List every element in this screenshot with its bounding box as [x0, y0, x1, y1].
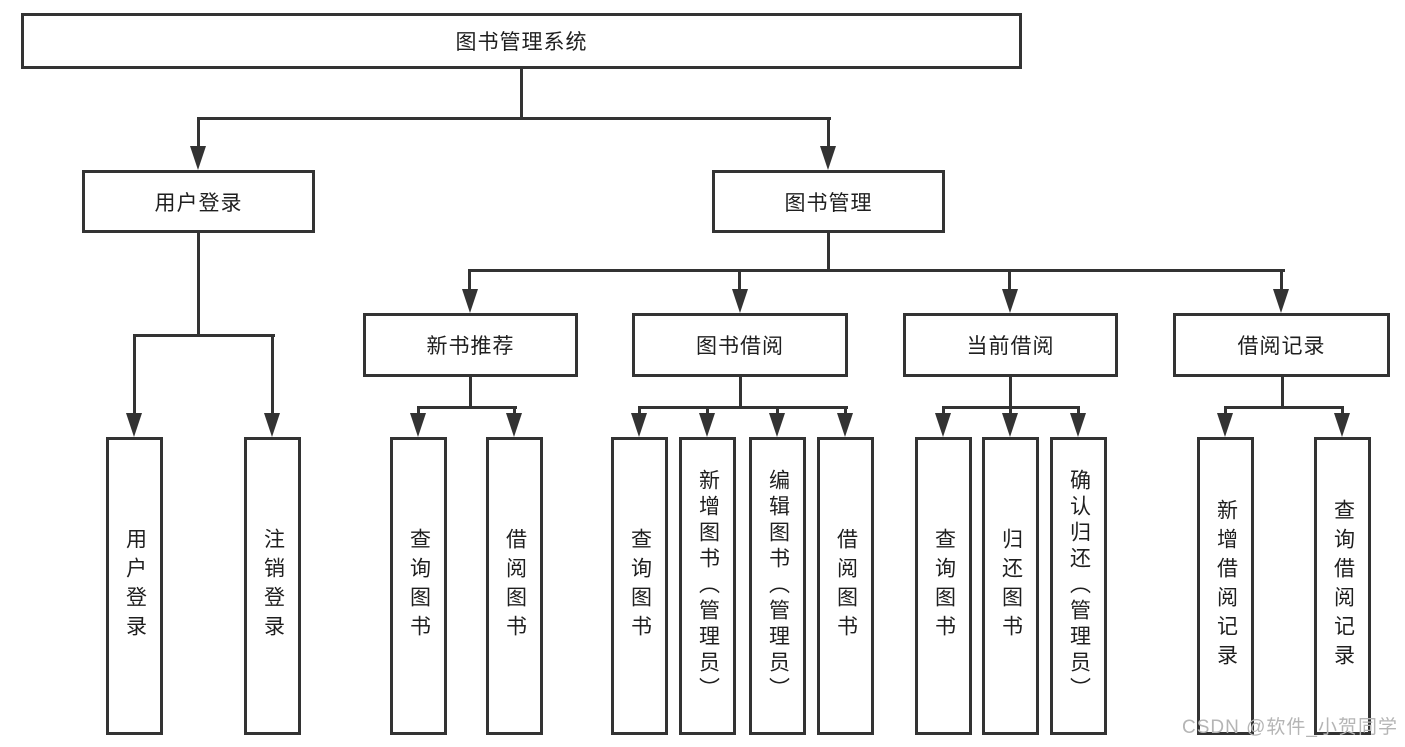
arrow-down-icon [820, 146, 836, 170]
connector-book-mgmt-bar [468, 269, 1285, 272]
connector-root-stem [520, 69, 523, 120]
arrow-down-icon [837, 413, 853, 437]
connector-stem [1009, 377, 1012, 409]
connector-book-mgmt-stem [827, 233, 830, 272]
connector-bar [638, 406, 848, 409]
arrow-down-icon [190, 146, 206, 170]
leaf-add-borrow-record: 新增借阅记录 [1197, 437, 1254, 735]
leaf-confirm-return-admin: 确认归还（管理员） [1050, 437, 1107, 735]
leaf-logout: 注销登录 [244, 437, 301, 735]
connector-to-leaf [706, 406, 709, 416]
leaf-borrow-books: 借阅图书 [817, 437, 874, 735]
arrow-down-icon [1334, 413, 1350, 437]
connector-to-leaf [271, 334, 274, 416]
connector-to-leaf [417, 406, 420, 416]
node-book-management: 图书管理 [712, 170, 945, 233]
connector-bar [417, 406, 517, 409]
leaf-query-books-current: 查询图书 [915, 437, 972, 735]
arrow-down-icon [732, 289, 748, 313]
leaf-borrow-books-recommend: 借阅图书 [486, 437, 543, 735]
leaf-user-login: 用户登录 [106, 437, 163, 735]
node-root: 图书管理系统 [21, 13, 1022, 69]
connector-to-book-borrow [738, 269, 741, 293]
node-borrow-records: 借阅记录 [1173, 313, 1390, 377]
arrow-down-icon [462, 289, 478, 313]
arrow-down-icon [699, 413, 715, 437]
connector-to-leaf [942, 406, 945, 416]
leaf-query-books-borrow: 查询图书 [611, 437, 668, 735]
leaf-add-books-admin: 新增图书（管理员） [679, 437, 736, 735]
node-current-borrow: 当前借阅 [903, 313, 1118, 377]
connector-to-book-management [827, 117, 830, 150]
arrow-down-icon [1002, 289, 1018, 313]
arrow-down-icon [126, 413, 142, 437]
arrow-down-icon [410, 413, 426, 437]
leaf-query-borrow-record: 查询借阅记录 [1314, 437, 1371, 735]
arrow-down-icon [1217, 413, 1233, 437]
connector-to-leaf [1341, 406, 1344, 416]
connector-to-leaf [1009, 406, 1012, 416]
connector-to-leaf [776, 406, 779, 416]
connector-bar [1224, 406, 1344, 409]
arrow-down-icon [1070, 413, 1086, 437]
connector-root-bar [197, 117, 831, 120]
arrow-down-icon [1002, 413, 1018, 437]
leaf-edit-books-admin: 编辑图书（管理员） [749, 437, 806, 735]
connector-to-leaf [844, 406, 847, 416]
node-user-login: 用户登录 [82, 170, 315, 233]
connector-to-borrow-records [1280, 269, 1283, 293]
connector-to-user-login [197, 117, 200, 150]
connector-to-leaf [133, 334, 136, 416]
node-new-book-recommend: 新书推荐 [363, 313, 578, 377]
connector-stem [1281, 377, 1284, 409]
connector-stem [739, 377, 742, 409]
leaf-return-books: 归还图书 [982, 437, 1039, 735]
connector-to-leaf [1224, 406, 1227, 416]
arrow-down-icon [1273, 289, 1289, 313]
csdn-watermark: CSDN @软件_小贺同学 [1182, 717, 1398, 738]
arrow-down-icon [506, 413, 522, 437]
leaf-query-books-recommend: 查询图书 [390, 437, 447, 735]
connector-stem [469, 377, 472, 409]
arrow-down-icon [935, 413, 951, 437]
connector-user-login-stem [197, 233, 200, 337]
node-book-borrow: 图书借阅 [632, 313, 848, 377]
arrow-down-icon [769, 413, 785, 437]
connector-to-new-book [468, 269, 471, 293]
connector-to-leaf [513, 406, 516, 416]
connector-to-leaf [638, 406, 641, 416]
arrow-down-icon [631, 413, 647, 437]
connector-user-login-bar [133, 334, 275, 337]
arrow-down-icon [264, 413, 280, 437]
connector-to-current-borrow [1008, 269, 1011, 293]
connector-to-leaf [1077, 406, 1080, 416]
